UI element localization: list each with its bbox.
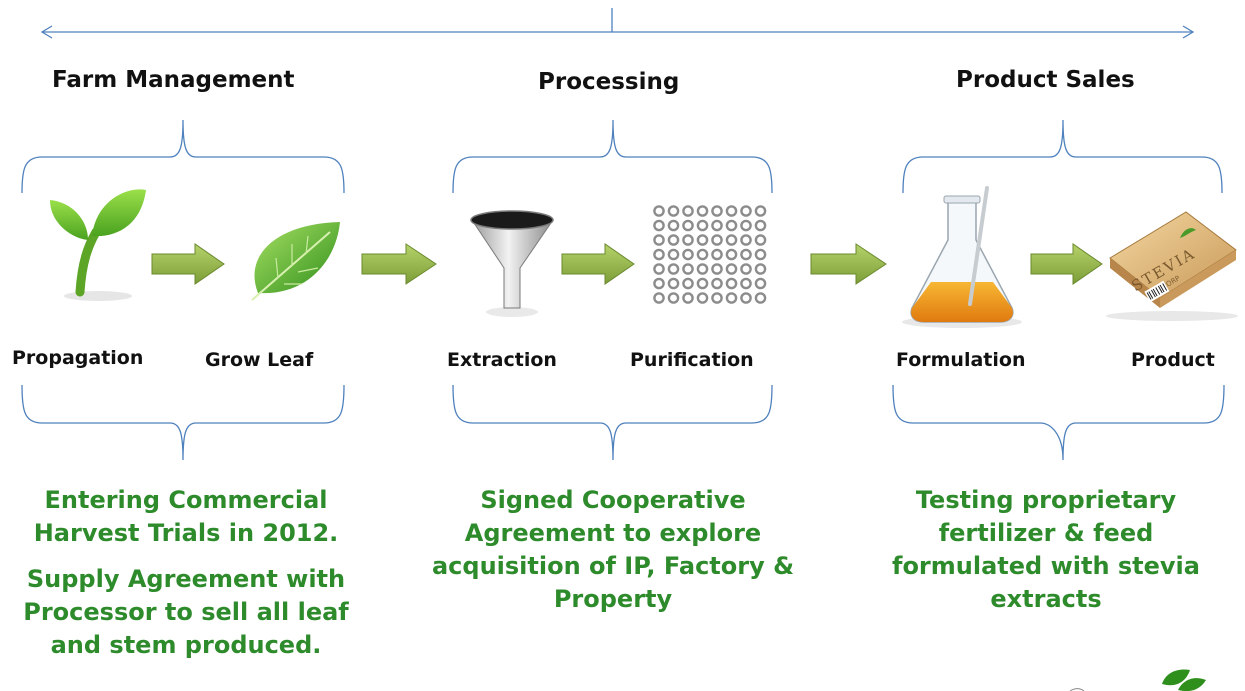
funnel-icon [470,210,554,317]
sprout-icon [50,189,146,301]
lower-brace-processing [452,384,773,461]
flow-arrow [361,243,437,285]
timeline-arrow [40,8,1195,39]
step-label-propagation: Propagation [12,347,144,369]
step-label-grow-leaf: Grow Leaf [205,349,314,371]
note-farm-trials: Entering Commercial Harvest Trials in 20… [33,486,339,547]
corner-logo-icon [1069,669,1206,691]
flow-arrow [1030,243,1103,285]
barcode [1144,280,1170,303]
note-processing-agreement: Signed Cooperative Agreement to explore … [431,486,795,613]
stage-heading-product-sales: Product Sales [956,67,1135,93]
flow-arrow [561,243,635,285]
note-sales-testing: Testing proprietary fertilizer & feed fo… [892,486,1200,613]
product-box-icon: STEVIA CORP [1106,211,1238,321]
upper-brace-sales [902,119,1223,194]
note-farm-supply: Supply Agreement with Processor to sell … [23,565,349,659]
stage-heading-farm-management: Farm Management [52,67,295,93]
step-label-extraction: Extraction [447,349,557,371]
step-label-product: Product [1131,349,1215,371]
upper-brace-farm [21,119,345,194]
flow-arrow [151,243,225,285]
lower-brace-farm [21,384,345,461]
flow-arrow [810,243,887,285]
bead-grid-icon [653,205,767,304]
flask-icon [902,186,1022,328]
step-label-formulation: Formulation [896,349,1026,371]
upper-brace-processing [452,119,773,194]
step-label-purification: Purification [630,349,754,371]
leaf-icon [251,222,340,301]
lower-brace-sales [892,384,1225,461]
stage-heading-processing: Processing [538,69,680,95]
